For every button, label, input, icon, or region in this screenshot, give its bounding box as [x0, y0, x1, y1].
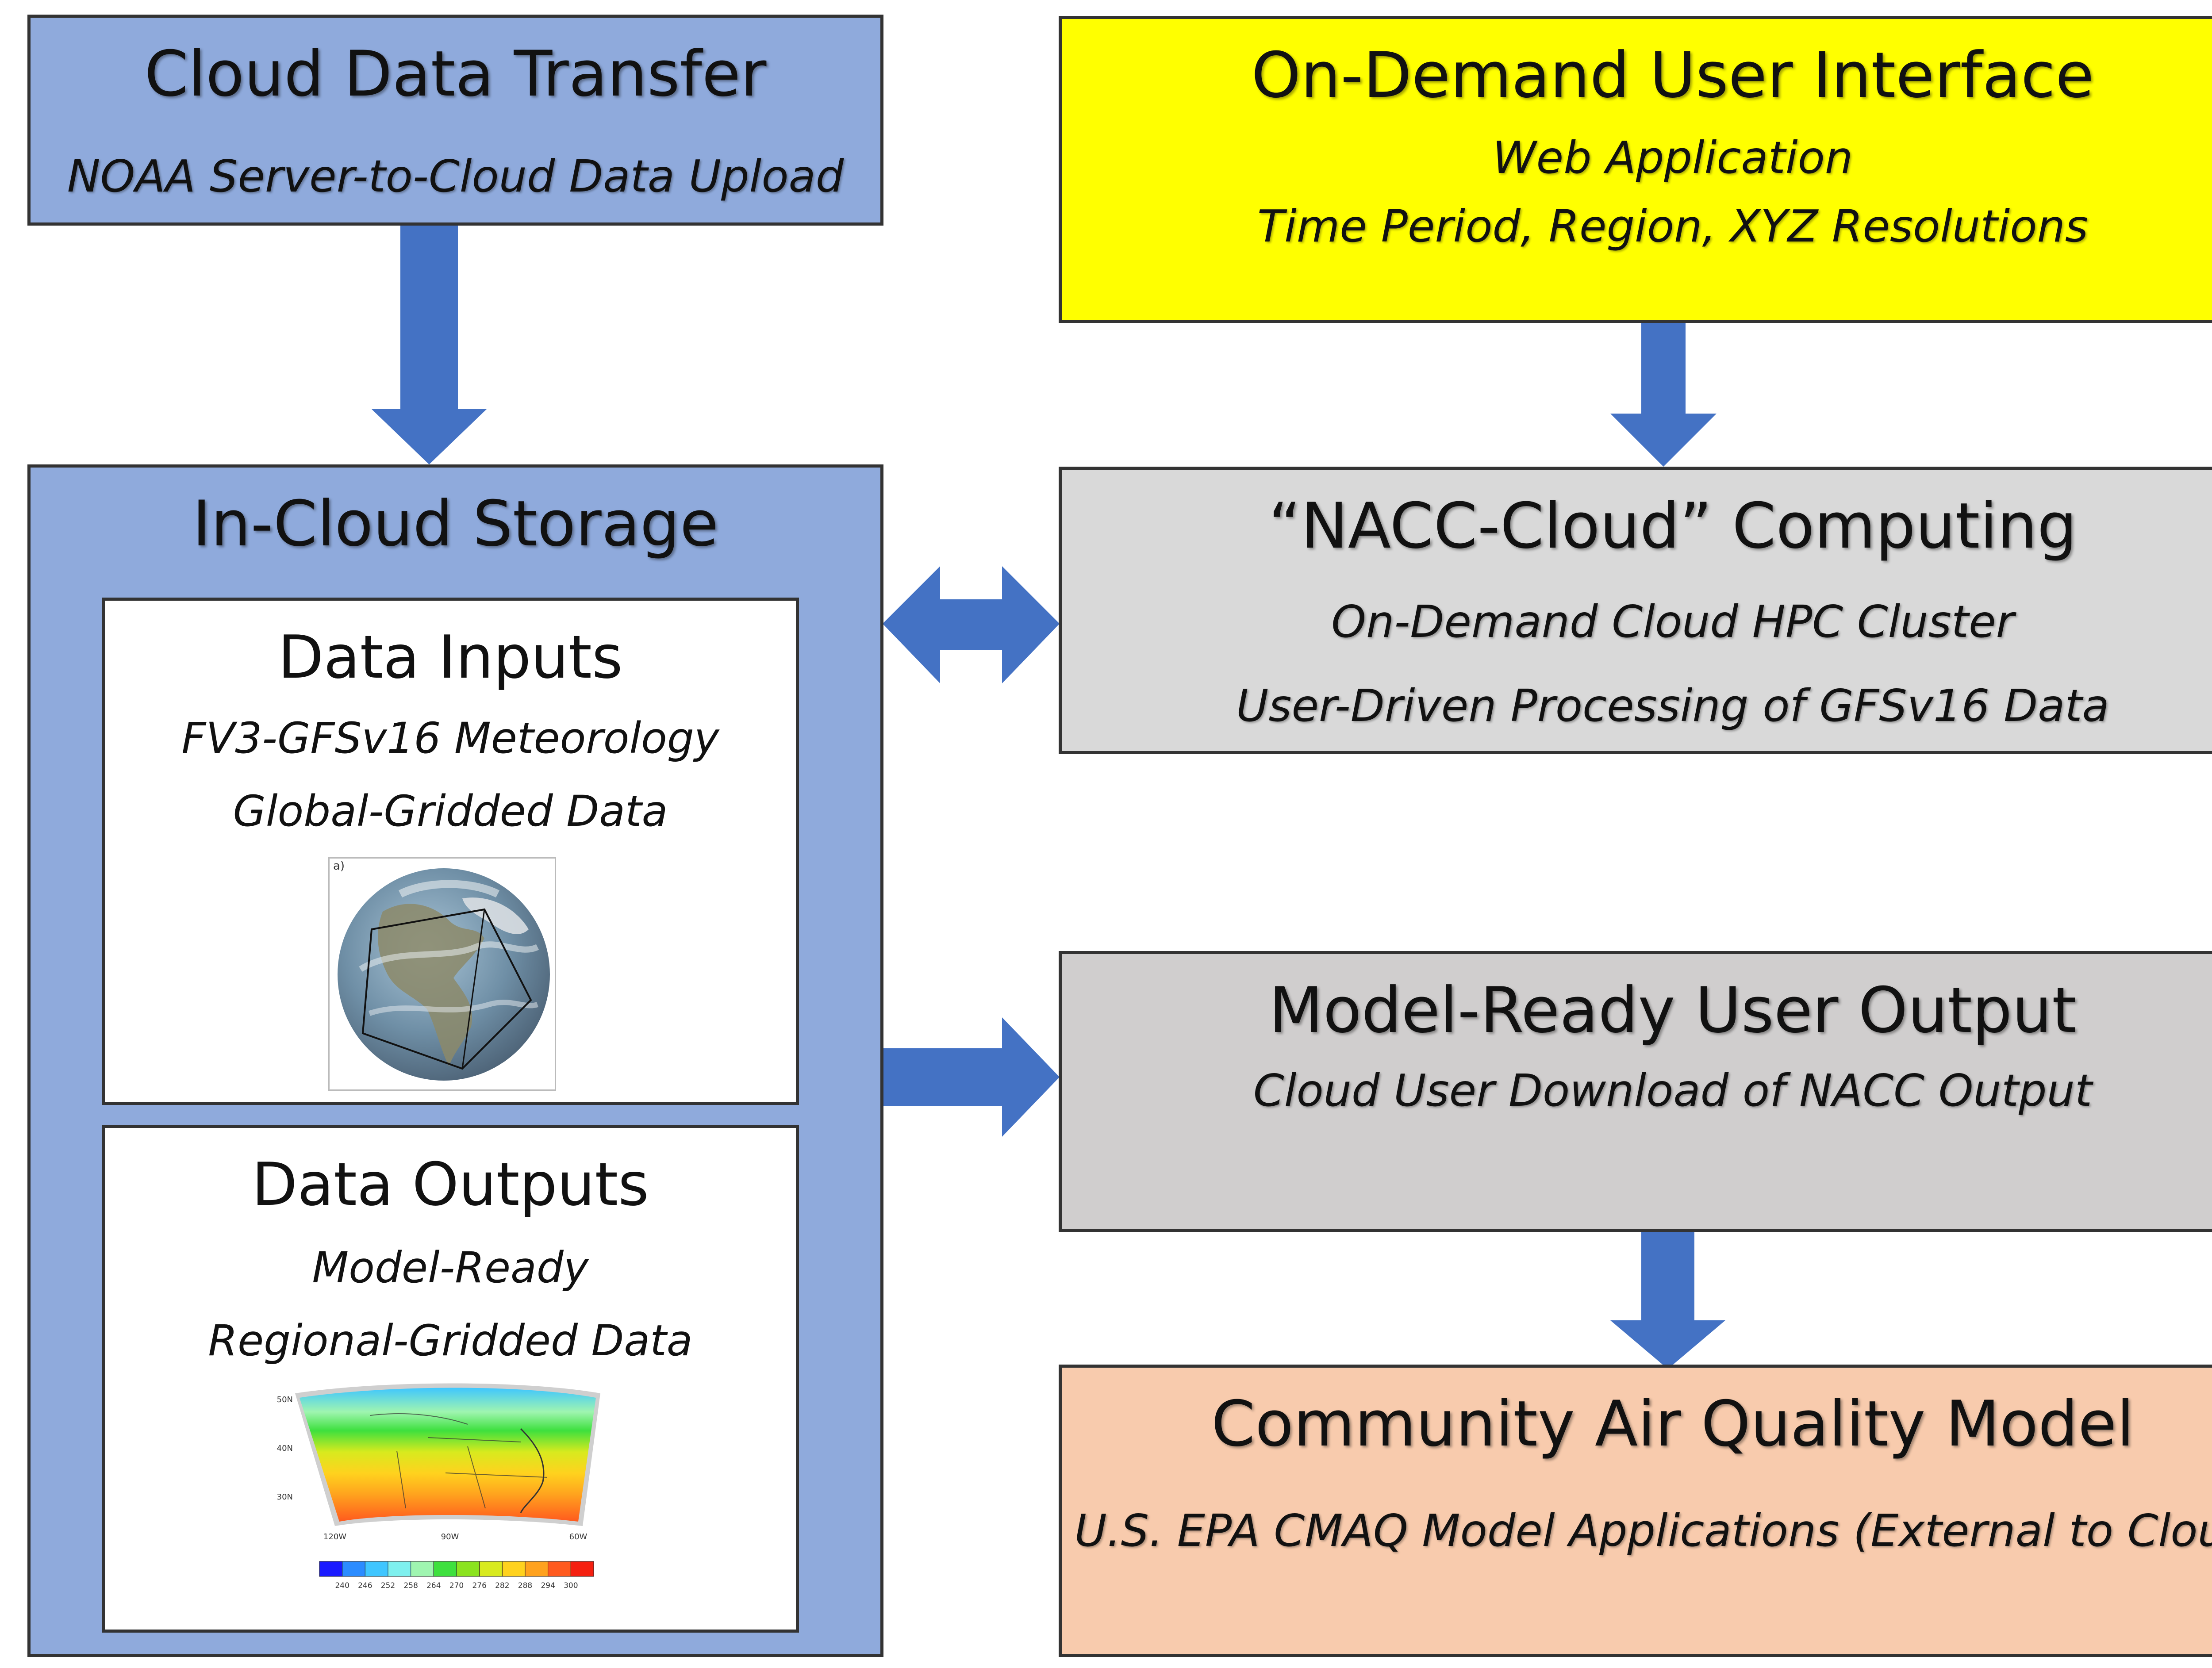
colorbar-swatch [319, 1561, 343, 1577]
colorbar-swatch [570, 1561, 594, 1577]
colorbar-swatch [548, 1561, 571, 1577]
computing-line1: On-Demand Cloud HPC Cluster [1331, 596, 2014, 648]
user-interface-box: On-Demand User Interface Web Application… [1059, 16, 2212, 323]
colorbar-swatch [342, 1561, 365, 1577]
lon-label: 120W [323, 1532, 346, 1541]
colorbar-swatch [388, 1561, 411, 1577]
data-outputs-line1: Model-Ready [312, 1243, 589, 1292]
output-title: Model-Ready User Output [1269, 974, 2077, 1047]
colorbar-tick-label: 258 [403, 1581, 418, 1590]
computing-title: “NACC-Cloud” Computing [1268, 490, 2078, 563]
data-inputs-box: Data Inputs FV3-GFSv16 Meteorology Globa… [102, 598, 799, 1105]
cmaq-line1: U.S. EPA CMAQ Model Applications (Extern… [1074, 1505, 2212, 1557]
lon-label: 60W [569, 1532, 588, 1541]
data-outputs-line2: Regional-Gridded Data [208, 1316, 693, 1365]
lat-label: 50N [277, 1395, 293, 1404]
colorbar-swatch [456, 1561, 480, 1577]
colorbar-tick-label: 282 [495, 1581, 509, 1590]
colorbar-swatch [502, 1561, 526, 1577]
temperature-colorbar: 240 246 252 258 264 270 276 282 288 294 300 [319, 1561, 594, 1590]
arrow-interface-to-computing [1610, 323, 1717, 467]
in-cloud-storage-box: In-Cloud Storage Data Inputs FV3-GFSv16 … [27, 464, 883, 1657]
cmaq-title: Community Air Quality Model [1211, 1388, 2134, 1461]
globe-figure: a) [328, 857, 556, 1091]
cloud-transfer-title: Cloud Data Transfer [144, 38, 767, 111]
arrow-transfer-to-storage [372, 223, 487, 464]
arrow-storage-to-output [883, 1017, 1060, 1137]
arrow-output-to-cmaq [1610, 1232, 1725, 1369]
globe-icon [338, 868, 550, 1081]
data-inputs-title: Data Inputs [278, 623, 623, 692]
computing-line2: User-Driven Processing of GFSv16 Data [1236, 680, 2109, 732]
colorbar-tick-label: 240 [335, 1581, 349, 1590]
colorbar-tick-label: 300 [564, 1581, 578, 1590]
cmaq-box: Community Air Quality Model U.S. EPA CMA… [1059, 1365, 2212, 1657]
data-outputs-box: Data Outputs Model-Ready Regional-Gridde… [102, 1125, 799, 1633]
colorbar-swatch [433, 1561, 457, 1577]
colorbar-swatch [479, 1561, 503, 1577]
user-interface-title: On-Demand User Interface [1251, 39, 2094, 112]
colorbar-tick-label: 294 [541, 1581, 555, 1590]
lat-label: 40N [277, 1444, 293, 1453]
user-interface-line2: Time Period, Region, XYZ Resolutions [1257, 200, 2088, 252]
colorbar-tick-label: 246 [358, 1581, 372, 1590]
colorbar-swatch [365, 1561, 388, 1577]
colorbar-tick-label: 276 [472, 1581, 486, 1590]
data-inputs-line1: FV3-GFSv16 Meteorology [181, 713, 719, 763]
arrow-storage-computing-bidirectional [883, 566, 1060, 683]
colorbar-tick-label: 264 [426, 1581, 441, 1590]
colorbar-swatch [411, 1561, 434, 1577]
colorbar-swatch [525, 1561, 549, 1577]
user-interface-line1: Web Application [1492, 132, 1853, 184]
output-line1: Cloud User Download of NACC Output [1253, 1065, 2093, 1116]
regional-temperature-map: 50N 40N 30N 120W 90W 60W 240 246 252 258 264… [277, 1383, 600, 1590]
colorbar-tick-label: 288 [518, 1581, 532, 1590]
latitude-labels: 50N 40N 30N [277, 1395, 293, 1502]
model-ready-output-box: Model-Ready User Output Cloud User Downl… [1059, 951, 2212, 1232]
cloud-transfer-subtitle: NOAA Server-to-Cloud Data Upload [67, 150, 844, 202]
in-cloud-storage-title: In-Cloud Storage [192, 487, 719, 560]
cloud-transfer-box: Cloud Data Transfer NOAA Server-to-Cloud… [27, 15, 883, 226]
colorbar-tick-label: 270 [449, 1581, 464, 1590]
nacc-cloud-computing-box: “NACC-Cloud” Computing On-Demand Cloud H… [1059, 467, 2212, 754]
lat-label: 30N [277, 1492, 293, 1502]
lon-label: 90W [441, 1532, 459, 1541]
longitude-labels: 120W 90W 60W [323, 1532, 588, 1541]
data-outputs-title: Data Outputs [252, 1150, 649, 1219]
figure-label: a) [333, 859, 345, 873]
colorbar-tick-label: 252 [381, 1581, 395, 1590]
data-inputs-line2: Global-Gridded Data [233, 786, 668, 836]
